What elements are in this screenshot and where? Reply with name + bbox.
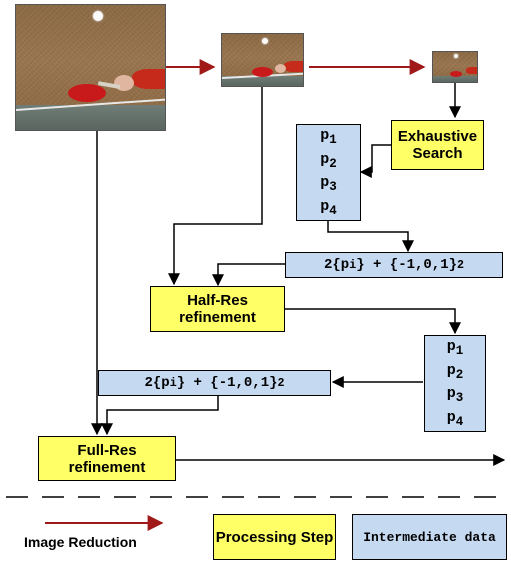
arrow-formula-to-halfres <box>212 263 285 287</box>
arrow-medium-to-halfres <box>168 85 263 286</box>
candidate-item: p2 <box>320 150 337 171</box>
half-res-label: Half-Res refinement <box>179 292 256 326</box>
half-res-refinement-step: Half-Res refinement <box>150 286 285 332</box>
arrow-halfres-to-candidates <box>285 308 461 335</box>
arrow-candidates-to-formula <box>327 221 414 253</box>
medium-image <box>221 33 304 87</box>
legend-processing-step: Processing Step <box>213 514 336 560</box>
large-image <box>15 4 166 131</box>
candidate-item: p2 <box>446 361 464 382</box>
exhaustive-search-step: Exhaustive Search <box>391 120 484 170</box>
candidate-item: p3 <box>320 174 337 195</box>
legend-processing-step-label: Processing Step <box>215 528 334 546</box>
candidate-item: p4 <box>320 198 337 219</box>
exhaustive-search-label: Exhaustive Search <box>397 128 478 162</box>
candidate-item: p1 <box>446 337 464 358</box>
arrow-search-to-candidates <box>359 144 391 178</box>
candidate-list-top: p1 p2 p3 p4 <box>296 124 361 221</box>
candidate-item: p1 <box>320 126 337 147</box>
arrow-lower-formula-to-fullres <box>101 396 219 436</box>
legend-intermediate-data-label: Intermediate data <box>363 529 496 545</box>
legend-image-reduction-label: Image Reduction <box>24 534 137 550</box>
full-res-label: Full-Res refinement <box>68 441 146 476</box>
candidate-item: p3 <box>446 385 464 406</box>
candidate-item: p4 <box>446 409 464 430</box>
full-res-refinement-step: Full-Res refinement <box>38 436 176 481</box>
legend-intermediate-data: Intermediate data <box>352 514 507 560</box>
candidate-list-bottom: p1 p2 p3 p4 <box>424 335 486 432</box>
small-image <box>432 51 478 83</box>
